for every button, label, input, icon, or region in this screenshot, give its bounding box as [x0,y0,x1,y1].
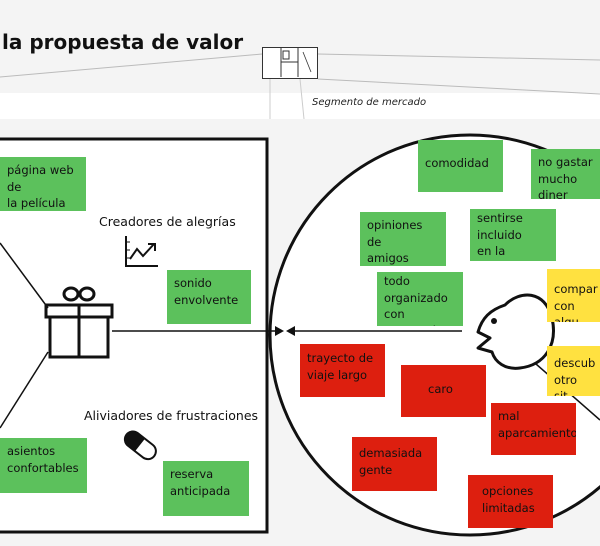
gain-creators-label: Creadores de alegrías [99,214,236,229]
sticky-note[interactable]: opciones limitadas [468,475,553,528]
sticky-note[interactable]: sentirse incluido en la historia [470,209,556,261]
header-band [0,93,600,119]
sticky-note[interactable]: comodidad [418,140,503,192]
sticky-note[interactable]: mal aparcamiento [491,403,576,455]
sticky-note[interactable]: descub otro sit [547,346,600,396]
sticky-note[interactable]: todo organizado con antelación [377,272,463,326]
segment-label: Segmento de mercado [312,97,427,108]
page-title: la propuesta de valor [2,30,244,54]
sticky-note[interactable]: reserva anticipada [163,461,249,516]
sticky-note[interactable]: caro [401,365,486,417]
sticky-note[interactable]: no gastar mucho diner [531,149,600,199]
sticky-note[interactable]: demasiada gente [352,437,437,491]
pain-relievers-label: Aliviadores de frustraciones [84,408,259,423]
sticky-note[interactable]: trayecto de viaje largo [300,344,385,397]
sticky-note[interactable]: opiniones de amigos [360,212,446,266]
sticky-note[interactable]: compar con algu [547,269,600,322]
sticky-note[interactable]: página web de la película [0,157,86,211]
sticky-note[interactable]: sonido envolvente [167,270,251,324]
sticky-note[interactable]: asientos confortables [0,438,87,493]
canvas-thumbnail-icon[interactable] [262,47,318,79]
